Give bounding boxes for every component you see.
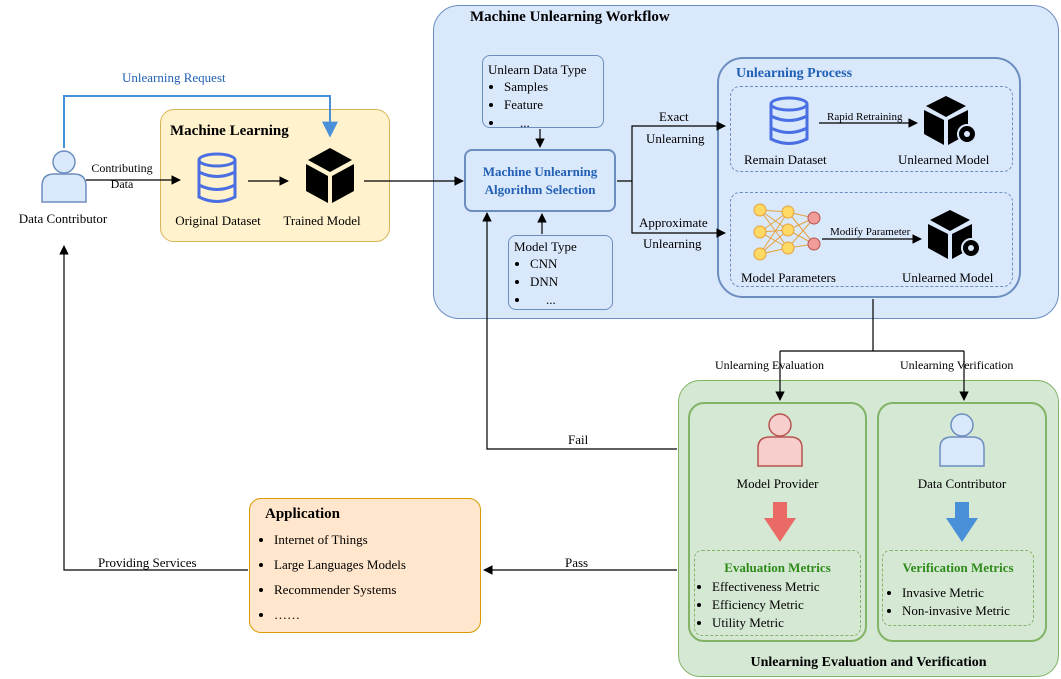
remain-dataset-icon (769, 96, 809, 145)
exact-subprocess-box (730, 86, 1013, 172)
application-item: Large Languages Models (274, 552, 406, 577)
model-type-title: Model Type (514, 239, 577, 254)
unlearn-data-type-title: Unlearn Data Type (488, 62, 587, 77)
remain-dataset-label: Remain Dataset (744, 152, 827, 167)
pass-label: Pass (565, 555, 589, 570)
data-contributor-role-label: Data Contributor (917, 476, 1007, 491)
exact-branch-connector (617, 121, 726, 182)
unlearned-model-icon (924, 96, 977, 145)
evaluation-metric-item: Efficiency Metric (712, 596, 820, 614)
unlearned-model-label-2: Unlearned Model (902, 270, 994, 285)
neural-network-icon (753, 203, 821, 261)
exact-label-1: Exact (659, 109, 689, 124)
unlearn-data-type-list: Samples Feature ... (488, 78, 548, 132)
algorithm-selection-line2: Algorithm Selection (484, 182, 596, 197)
unlearning-verification-label: Unlearning Verification (900, 358, 1014, 372)
evaluation-metrics-box (694, 550, 861, 636)
data-contributor-person-icon (41, 150, 87, 203)
verification-metrics-list: Invasive Metric Non-invasive Metric (886, 584, 1010, 620)
approx-subprocess-box (730, 192, 1013, 287)
provider-column (688, 402, 867, 642)
application-title: Application (265, 506, 341, 522)
contributing-label-1: Contributing (91, 161, 153, 175)
unlearning-request-connector (63, 95, 338, 148)
providing-services-connector (59, 245, 248, 571)
data-type-item: Samples (504, 78, 548, 96)
modify-parameter-label: Modify Parameter (830, 226, 911, 238)
evaluation-metrics-list: Effectiveness Metric Efficiency Metric U… (696, 578, 820, 632)
model-provider-person-icon (757, 413, 803, 467)
unlearning-evaluation-label: Unlearning Evaluation (715, 358, 824, 372)
trained-model-label: Trained Model (283, 213, 361, 228)
verification-metric-item: Non-invasive Metric (902, 602, 1010, 620)
unlearned-model-label-1: Unlearned Model (898, 152, 990, 167)
approx-label-1: Approximate (639, 215, 708, 230)
application-item: Recommender Systems (274, 577, 406, 602)
approx-label-2: Unlearning (643, 236, 702, 251)
verification-metric-item: Invasive Metric (902, 584, 1010, 602)
unlearn-data-type-box (482, 55, 604, 128)
verification-metrics-title: Verification Metrics (902, 560, 1014, 575)
data-type-item: Feature (504, 96, 548, 114)
data-type-item: ... (504, 114, 548, 132)
model-parameters-label: Model Parameters (741, 270, 836, 285)
database-icon (197, 152, 237, 203)
exact-label-2: Unlearning (646, 131, 705, 146)
approx-branch-connector (631, 181, 726, 238)
contributor-column (877, 402, 1047, 642)
algorithm-selection-box (464, 149, 616, 212)
cube-icon (306, 148, 354, 203)
verification-metrics-box (882, 550, 1034, 626)
application-item: Internet of Things (274, 527, 406, 552)
rapid-retraining-label: Rapid Retraining (827, 111, 903, 123)
algorithm-selection-line1: Machine Unlearning (482, 164, 598, 179)
application-item: …… (274, 602, 406, 627)
eval-verif-panel (678, 380, 1059, 677)
ml-title: Machine Learning (170, 123, 289, 139)
model-type-item: DNN (530, 273, 558, 291)
workflow-title: Machine Unlearning Workflow (470, 9, 670, 25)
model-type-item: CNN (530, 255, 558, 273)
fail-label: Fail (568, 432, 589, 447)
evaluation-metric-item: Utility Metric (712, 614, 820, 632)
model-type-list: CNN DNN ... (514, 255, 558, 309)
model-type-item: ... (530, 291, 558, 309)
evaluation-metric-item: Effectiveness Metric (712, 578, 820, 596)
data-contributor-person-icon (939, 413, 985, 467)
evaluation-metrics-title: Evaluation Metrics (724, 560, 831, 575)
verification-down-arrow-icon (946, 502, 978, 542)
unlearning-request-label: Unlearning Request (122, 70, 226, 85)
model-provider-label: Model Provider (736, 476, 819, 491)
providing-services-label: Providing Services (98, 555, 197, 570)
data-contributor-label: Data Contributor (18, 211, 108, 226)
eval-verif-title: Unlearning Evaluation and Verification (750, 655, 987, 670)
model-type-box (508, 235, 613, 310)
unlearned-model-icon (928, 210, 981, 259)
fail-connector (482, 212, 677, 450)
original-dataset-label: Original Dataset (175, 213, 261, 228)
evaluation-down-arrow-icon (764, 502, 796, 542)
application-panel (249, 498, 481, 633)
application-list: Internet of Things Large Languages Model… (258, 527, 406, 627)
unlearning-process-title: Unlearning Process (736, 66, 853, 81)
